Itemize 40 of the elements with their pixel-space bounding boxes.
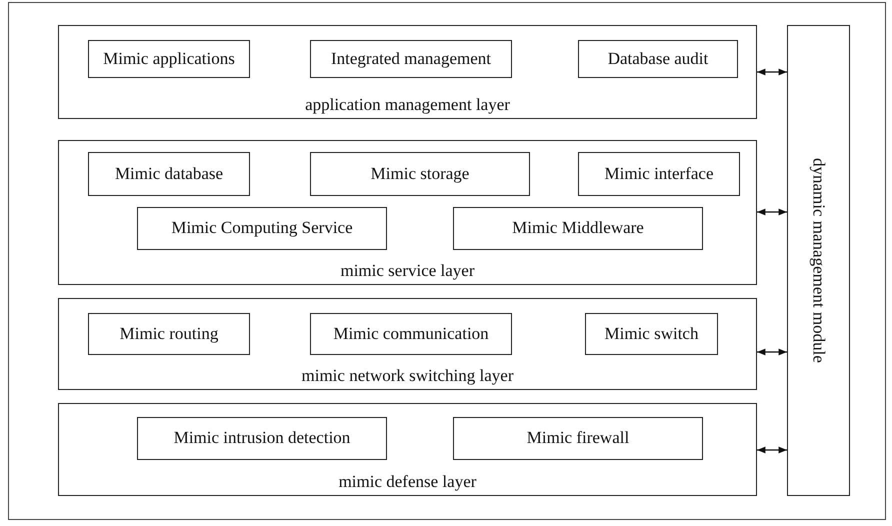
component-label: Mimic Computing Service [171,219,353,238]
component-box [88,40,250,78]
module-box [787,25,850,496]
component-label: Mimic interface [604,164,714,184]
component-box [88,152,250,196]
component-label: Mimic communication [333,324,489,344]
layer-label: mimic service layer [340,262,475,281]
component-label: Mimic routing [120,324,218,344]
component-label: Mimic database [114,164,224,184]
component-box [137,417,387,460]
component-label: Mimic intrusion detection [174,429,350,448]
component-box [585,313,718,355]
component-box [453,207,703,250]
layer-box [58,25,757,119]
layer-label: mimic defense layer [338,473,476,492]
component-box [578,152,740,196]
component-box [137,207,387,250]
layer-box [58,298,757,390]
component-label: Mimic storage [370,164,470,184]
layer-box [58,403,757,496]
double-arrow [757,208,787,216]
component-box [310,313,512,355]
component-box [453,417,703,460]
layer-label: application management layer [305,96,510,115]
component-label: Mimic Middleware [512,219,644,238]
double-arrow [757,348,787,356]
double-arrow [757,446,787,454]
layer-box [58,140,757,285]
component-box [310,40,512,78]
component-label: Mimic firewall [526,429,630,448]
component-label: Mimic switch [604,324,698,344]
layer-label: mimic network switching layer [302,367,514,386]
component-box [310,152,530,196]
module-label: dynamic management module [808,158,828,363]
component-box [578,40,738,78]
component-label: Integrated management [330,50,491,68]
component-label: Mimic applications [103,50,235,68]
component-label: Database audit [608,50,708,68]
component-box [88,313,250,355]
double-arrow [757,68,787,76]
